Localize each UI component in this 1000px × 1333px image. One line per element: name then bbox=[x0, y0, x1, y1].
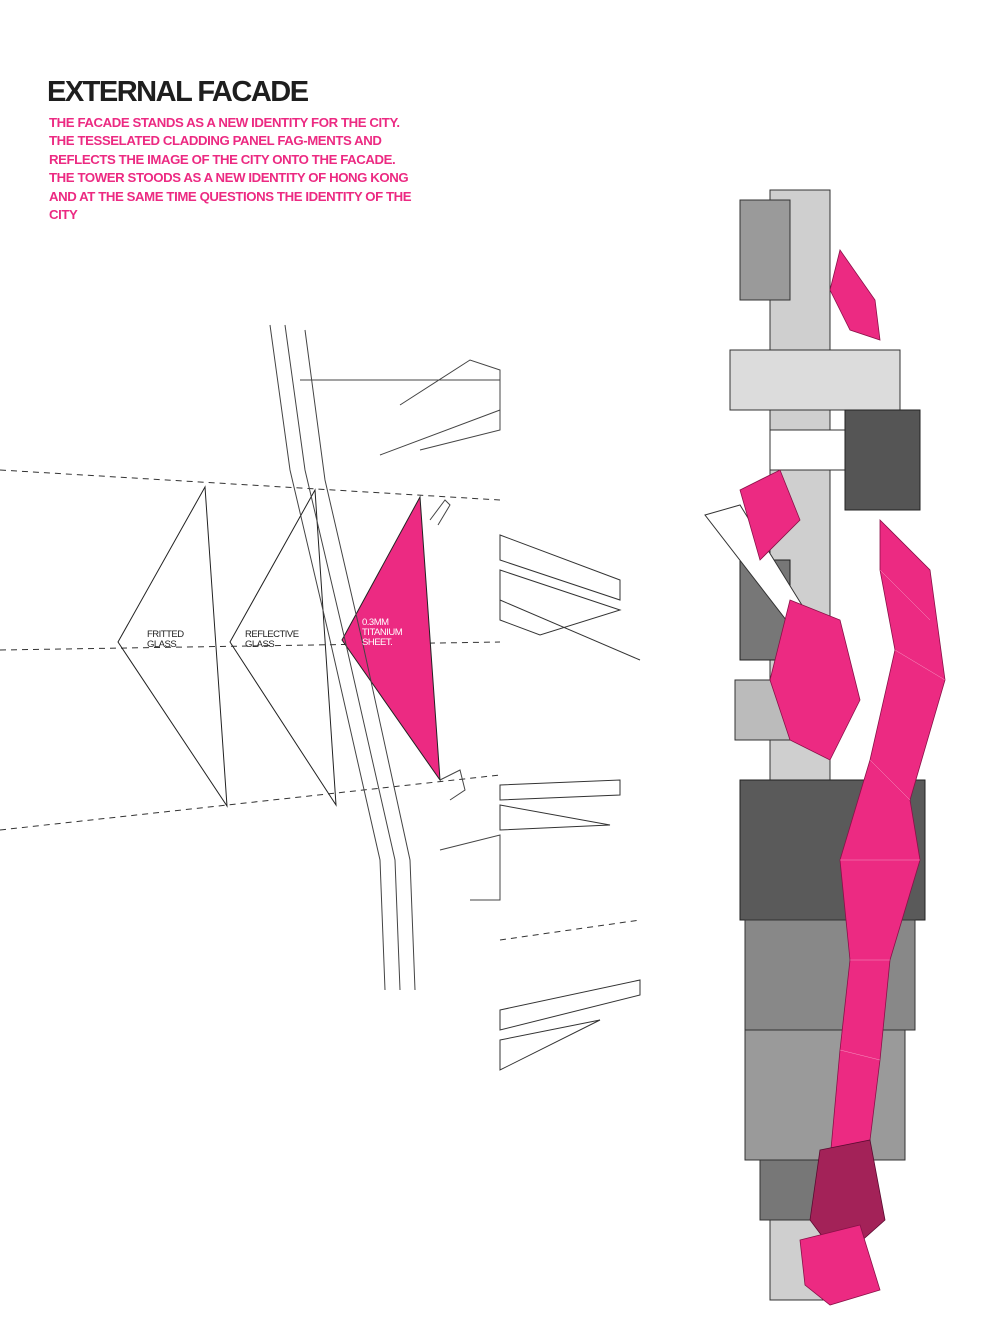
page-title: EXTERNAL FACADE bbox=[47, 76, 309, 108]
label-line: GLASS bbox=[147, 639, 177, 650]
reflective-glass-panel bbox=[229, 488, 337, 807]
floor-slabs bbox=[499, 534, 641, 1071]
label-line: GLASS bbox=[245, 639, 275, 650]
label-line: 0.3MM bbox=[362, 617, 389, 628]
label-fritted-glass: FRITTED GLASS bbox=[147, 630, 184, 650]
label-reflective-glass: REFLECTIVE GLASS bbox=[245, 630, 299, 650]
titanium-sheet-panel bbox=[341, 495, 441, 782]
fritted-glass-panel bbox=[117, 485, 228, 808]
description-text: THE FACADE STANDS AS A NEW IDENTITY FOR … bbox=[49, 115, 412, 223]
mullion-structure bbox=[269, 324, 501, 991]
tower-model bbox=[704, 189, 946, 1306]
label-titanium-sheet: 0.3MM TITANIUM SHEET. bbox=[362, 617, 403, 648]
guide-lines bbox=[0, 469, 641, 941]
label-line: TITANIUM bbox=[362, 627, 403, 638]
label-line: REFLECTIVE bbox=[245, 629, 299, 640]
label-line: SHEET. bbox=[362, 637, 393, 648]
label-line: FRITTED bbox=[147, 629, 184, 640]
